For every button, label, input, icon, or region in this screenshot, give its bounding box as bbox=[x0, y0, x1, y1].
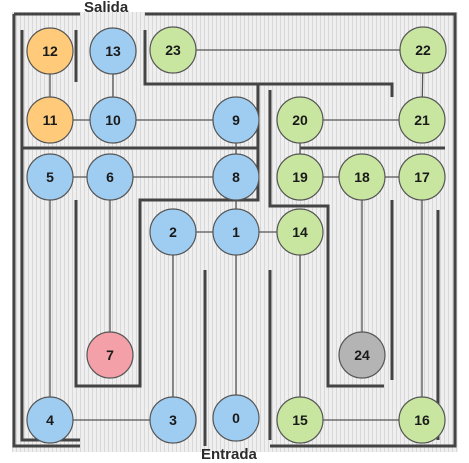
node-label: 24 bbox=[354, 347, 370, 363]
maze-wall-segment bbox=[268, 90, 384, 388]
node-circle bbox=[149, 26, 197, 74]
node-21: 21 bbox=[398, 96, 446, 144]
node-label: 15 bbox=[292, 412, 308, 428]
node-circle bbox=[26, 153, 74, 201]
node-circle bbox=[276, 396, 324, 444]
node-label: 18 bbox=[354, 169, 370, 185]
node-circle bbox=[26, 396, 74, 444]
node-circle bbox=[149, 208, 197, 256]
entrance-label: Entrada bbox=[201, 446, 257, 463]
node-label: 20 bbox=[292, 112, 308, 128]
node-circle bbox=[26, 96, 74, 144]
node-0: 0 bbox=[212, 394, 260, 442]
maze-wall-segment bbox=[143, 30, 394, 97]
node-circle bbox=[212, 96, 260, 144]
node-circle bbox=[398, 396, 446, 444]
node-circle bbox=[276, 208, 324, 256]
node-label: 17 bbox=[414, 169, 430, 185]
node-circle bbox=[86, 153, 134, 201]
node-circle bbox=[212, 394, 260, 442]
node-1: 1 bbox=[212, 208, 260, 256]
node-label: 12 bbox=[42, 43, 58, 59]
node-label: 13 bbox=[105, 43, 121, 59]
maze-wall-segment bbox=[12, 14, 80, 448]
maze-wall-segment bbox=[145, 12, 457, 448]
node-16: 16 bbox=[398, 396, 446, 444]
node-19: 19 bbox=[276, 153, 324, 201]
node-10: 10 bbox=[89, 96, 137, 144]
node-circle bbox=[212, 208, 260, 256]
node-23: 23 bbox=[149, 26, 197, 74]
node-circle bbox=[89, 27, 137, 75]
node-circle bbox=[212, 153, 260, 201]
node-circle bbox=[338, 331, 386, 379]
node-3: 3 bbox=[149, 396, 197, 444]
node-label: 22 bbox=[415, 42, 431, 58]
node-17: 17 bbox=[398, 153, 446, 201]
node-label: 3 bbox=[169, 412, 177, 428]
node-13: 13 bbox=[89, 27, 137, 75]
node-label: 16 bbox=[414, 412, 430, 428]
node-label: 23 bbox=[165, 42, 181, 58]
node-label: 2 bbox=[169, 224, 177, 240]
node-circle bbox=[276, 153, 324, 201]
node-circle bbox=[276, 96, 324, 144]
node-label: 1 bbox=[232, 224, 240, 240]
node-24: 24 bbox=[338, 331, 386, 379]
node-circle bbox=[89, 96, 137, 144]
node-circle bbox=[398, 96, 446, 144]
node-circle bbox=[398, 153, 446, 201]
node-circle bbox=[86, 331, 134, 379]
node-8: 8 bbox=[212, 153, 260, 201]
node-4: 4 bbox=[26, 396, 74, 444]
node-circle bbox=[26, 27, 74, 75]
node-5: 5 bbox=[26, 153, 74, 201]
node-circle bbox=[399, 26, 447, 74]
node-7: 7 bbox=[86, 331, 134, 379]
node-label: 10 bbox=[105, 112, 121, 128]
node-14: 14 bbox=[276, 208, 324, 256]
node-6: 6 bbox=[86, 153, 134, 201]
node-circle bbox=[338, 153, 386, 201]
node-label: 4 bbox=[46, 412, 54, 428]
node-20: 20 bbox=[276, 96, 324, 144]
node-11: 11 bbox=[26, 96, 74, 144]
node-2: 2 bbox=[149, 208, 197, 256]
node-22: 22 bbox=[399, 26, 447, 74]
node-label: 21 bbox=[414, 112, 430, 128]
node-label: 0 bbox=[232, 410, 240, 426]
node-circle bbox=[149, 396, 197, 444]
node-15: 15 bbox=[276, 396, 324, 444]
node-label: 7 bbox=[106, 347, 114, 363]
node-label: 8 bbox=[232, 169, 240, 185]
exit-label: Salida bbox=[84, 0, 129, 16]
node-label: 6 bbox=[106, 169, 114, 185]
node-label: 14 bbox=[292, 224, 308, 240]
node-12: 12 bbox=[26, 27, 74, 75]
node-9: 9 bbox=[212, 96, 260, 144]
node-label: 11 bbox=[43, 112, 58, 128]
node-label: 9 bbox=[232, 112, 240, 128]
node-label: 19 bbox=[292, 169, 308, 185]
node-18: 18 bbox=[338, 153, 386, 201]
node-label: 5 bbox=[46, 169, 54, 185]
